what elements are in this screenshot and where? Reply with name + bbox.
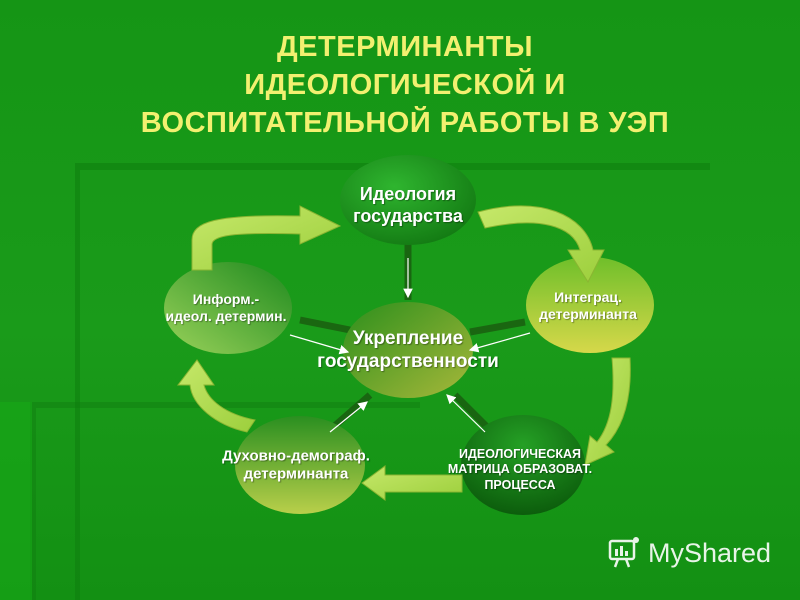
node-left-label: Информ.- идеол. детермин. [166,291,287,325]
arrow-right-center [468,332,531,353]
node-left-line-1: Информ.- [192,290,260,307]
inner-arrows [289,258,531,433]
node-right-line-1: Интеграц. [554,288,622,305]
node-center-line-2: государственности [317,351,499,372]
arrow-br-center [446,394,486,433]
node-bottom-left-label: Духовно-демограф. детерминанта [222,448,370,485]
panel-left-strip [0,402,32,600]
watermark-text: MyShared [648,537,772,568]
title-line-3: ВОСПИТАТЕЛЬНОЙ РАБОТЫ В УЭП [140,107,670,139]
title-line-1: ДЕТЕРМИНАНТЫ [277,31,533,63]
spoke-right [469,318,526,336]
watermark: MyShared [606,535,771,571]
node-bottom-left-line-1: Духовно-демограф. [222,447,370,465]
node-left-line-2: идеол. детермин. [165,308,287,324]
node-bottom-left-line-2: детерминанта [243,466,349,483]
node-bottom-left [235,416,365,514]
node-top-line-2: государства [353,206,463,226]
cycle-arrow-bottom [361,465,463,501]
cycle-arrow-bottom-left [176,359,256,433]
cycle-arrow-top-right [477,205,605,284]
cycle-arrow-left-top [191,205,342,271]
spoke-bottom-right [452,392,493,433]
node-bottom-right-line-1: ИДЕОЛОГИЧЕСКАЯ [459,447,581,462]
node-right-label: Интеграц. детерминанта [539,289,637,323]
node-center [343,302,473,398]
slide-title: ДЕТЕРМИНАНТЫ ИДЕОЛОГИЧЕСКОЙ И ВОСПИТАТЕЛ… [60,28,750,142]
node-bottom-right-line-2: МАТРИЦА ОБРАЗОВАТ. [447,462,593,477]
node-left [164,262,292,354]
title-line-2: ИДЕОЛОГИЧЕСКОЙ И [244,69,566,101]
node-center-line-1: Укрепление [352,327,464,349]
cycle-arrow-right-bottom [584,357,631,466]
node-bottom-right [461,415,585,515]
node-bottom-right-label: ИДЕОЛОГИЧЕСКАЯ МАТРИЦА ОБРАЗОВАТ. ПРОЦЕС… [448,447,592,493]
chart-board-icon [608,537,639,568]
spoke-bottom-left [327,392,373,433]
node-top [340,155,476,245]
arrow-left-center [289,334,350,355]
arrow-bl-center [329,401,368,433]
node-right [526,257,654,353]
node-right-line-2: детерминанта [539,306,637,322]
node-bottom-right-line-3: ПРОЦЕССА [484,477,556,492]
panel-frame-bottom [30,402,420,600]
node-top-line-1: Идеология [359,184,457,205]
node-top-label: Идеология государства [353,184,463,228]
spoke-left [299,316,351,334]
node-center-label: Укрепление государственности [317,327,499,373]
